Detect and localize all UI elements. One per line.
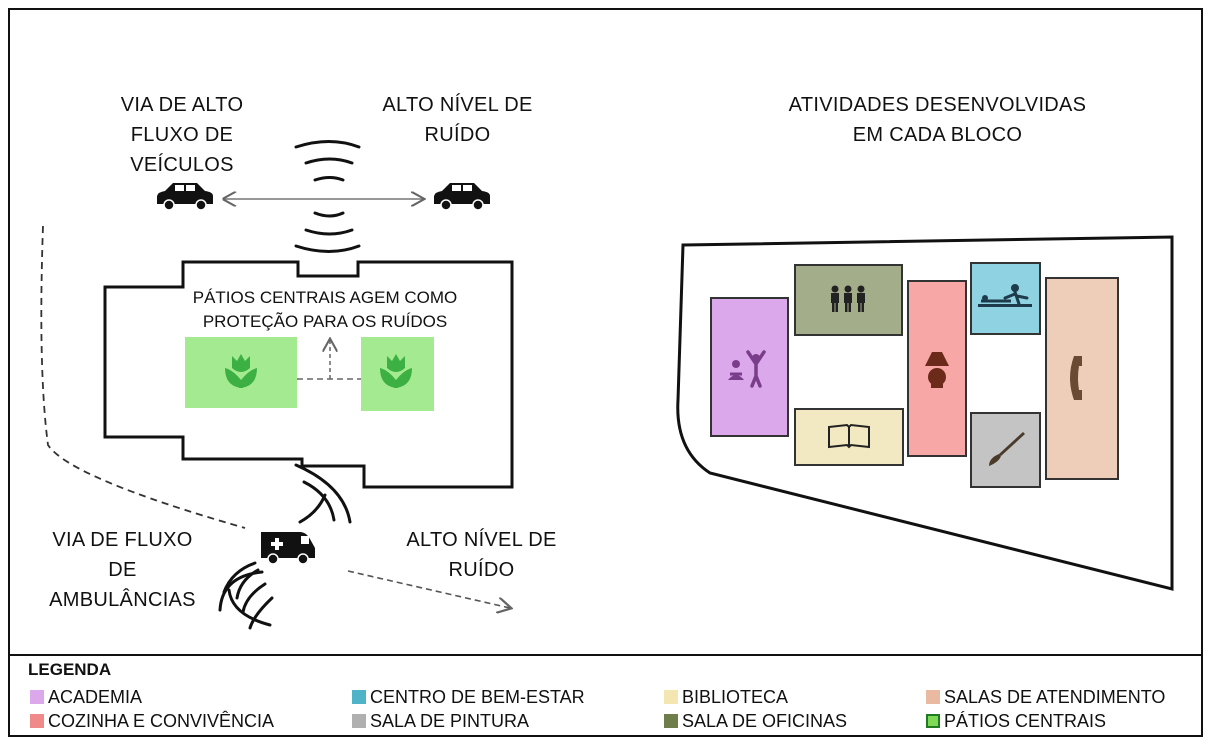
label-line: VIA DE FLUXO bbox=[52, 529, 193, 551]
block-atendimento bbox=[1045, 277, 1119, 480]
legend-item-patios: PÁTIOS CENTRAIS bbox=[926, 710, 1106, 732]
people-icon bbox=[831, 285, 865, 312]
legend-label: SALA DE PINTURA bbox=[370, 711, 530, 731]
ambulance-icon bbox=[261, 532, 315, 565]
label-ruido-top: ALTO NÍVEL DE RUÍDO bbox=[370, 90, 545, 150]
block-academia bbox=[710, 297, 789, 437]
legend-swatch bbox=[30, 690, 44, 704]
label-patios-note: PÁTIOS CENTRAIS AGEM COMO PROTEÇÃO PARA … bbox=[180, 286, 470, 334]
label-via-ambulancias: VIA DE FLUXO DE AMBULÂNCIAS bbox=[30, 525, 215, 615]
label-via-alto-fluxo: VIA DE ALTO FLUXO DE VEÍCULOS bbox=[92, 90, 272, 180]
diagram-frame bbox=[8, 8, 1203, 737]
block-bem-estar bbox=[970, 262, 1041, 335]
phone-icon bbox=[1070, 356, 1082, 400]
legend-label: SALAS DE ATENDIMENTO bbox=[944, 687, 1166, 707]
legend-title: LEGENDA bbox=[28, 660, 112, 679]
legend-swatch bbox=[352, 714, 366, 728]
car-icon bbox=[434, 183, 490, 211]
legend-label: ACADEMIA bbox=[48, 687, 143, 707]
book-icon bbox=[828, 423, 870, 449]
legend-label: BIBLIOTECA bbox=[682, 687, 789, 707]
label-ruido-bottom: ALTO NÍVEL DE RUÍDO bbox=[394, 525, 569, 585]
label-line: FLUXO DE bbox=[130, 124, 234, 146]
label-line: VIA DE ALTO bbox=[120, 94, 244, 116]
building-outline bbox=[103, 260, 514, 489]
legend-swatch bbox=[30, 714, 44, 728]
patio-right bbox=[361, 337, 434, 411]
ambulance-route bbox=[40, 225, 246, 529]
legend-item-atendimento: SALAS DE ATENDIMENTO bbox=[926, 686, 1165, 708]
legend-swatch bbox=[664, 714, 678, 728]
label-line: ALTO NÍVEL DE bbox=[406, 529, 557, 551]
label-line: EM CADA BLOCO bbox=[852, 124, 1023, 146]
lamp-icon bbox=[925, 352, 949, 388]
legend-label: PÁTIOS CENTRAIS bbox=[944, 711, 1107, 731]
exercise-icon bbox=[728, 350, 766, 388]
legend-divider bbox=[10, 654, 1203, 656]
label-line: VEÍCULOS bbox=[130, 154, 234, 176]
legend-item-biblioteca: BIBLIOTECA bbox=[664, 686, 788, 708]
label-line: ATIVIDADES DESENVOLVIDAS bbox=[788, 94, 1087, 116]
legend-swatch bbox=[352, 690, 366, 704]
label-line: ALTO NÍVEL DE bbox=[382, 94, 533, 116]
legend-item-cozinha: COZINHA E CONVIVÊNCIA bbox=[30, 710, 274, 732]
site-outline bbox=[676, 235, 1174, 591]
massage-icon bbox=[978, 284, 1032, 307]
legend-label: CENTRO DE BEM-ESTAR bbox=[370, 687, 585, 707]
label-line: AMBULÂNCIAS bbox=[49, 589, 196, 611]
patio-left bbox=[185, 337, 297, 408]
label-line: RUÍDO bbox=[424, 124, 491, 146]
legend-item-academia: ACADEMIA bbox=[30, 686, 142, 708]
legend-label: SALA DE OFICINAS bbox=[682, 711, 848, 731]
label-line: DE bbox=[108, 559, 137, 581]
block-oficinas bbox=[794, 264, 903, 336]
block-biblioteca bbox=[794, 408, 904, 466]
flower-icon bbox=[380, 354, 412, 388]
flower-icon bbox=[225, 354, 257, 388]
label-atividades: ATIVIDADES DESENVOLVIDAS EM CADA BLOCO bbox=[770, 90, 1105, 150]
label-line: PROTEÇÃO PARA OS RUÍDOS bbox=[202, 312, 448, 331]
legend-swatch bbox=[926, 714, 940, 728]
car-icon bbox=[157, 183, 213, 211]
legend-item-bem-estar: CENTRO DE BEM-ESTAR bbox=[352, 686, 585, 708]
noise-waves-top bbox=[294, 140, 361, 253]
noise-arrow-bottom bbox=[347, 570, 510, 608]
paintbrush-icon bbox=[989, 432, 1025, 466]
label-line: RUÍDO bbox=[448, 559, 515, 581]
legend-swatch bbox=[926, 690, 940, 704]
label-line: PÁTIOS CENTRAIS AGEM COMO bbox=[192, 288, 458, 307]
legend-label: COZINHA E CONVIVÊNCIA bbox=[48, 711, 275, 731]
block-cozinha bbox=[907, 280, 967, 457]
block-pintura bbox=[970, 412, 1041, 488]
legend-item-pintura: SALA DE PINTURA bbox=[352, 710, 529, 732]
noise-waves-ambulance bbox=[218, 463, 352, 630]
legend-swatch bbox=[664, 690, 678, 704]
legend-item-oficinas: SALA DE OFICINAS bbox=[664, 710, 847, 732]
